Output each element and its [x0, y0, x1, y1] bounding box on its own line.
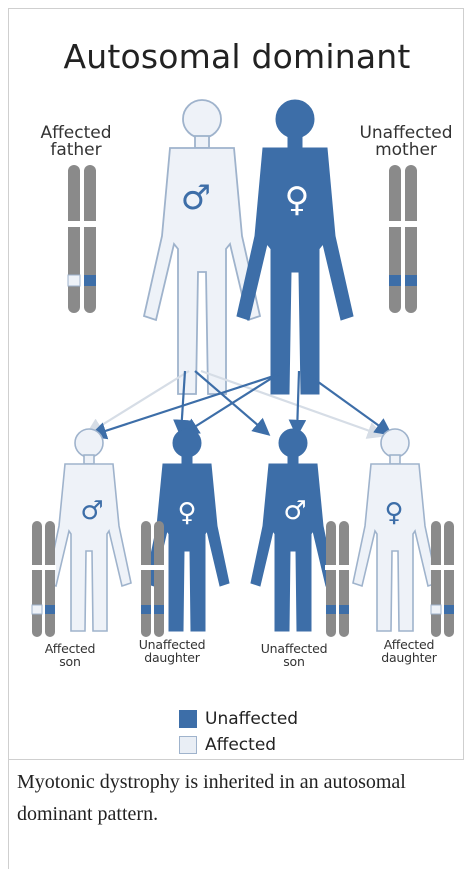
- figure-thumbnail: Autosomal dominant ♂: [8, 8, 464, 760]
- inheritance-arrows: [89, 371, 389, 435]
- child-unaffected-daughter-symbol: ♀: [177, 498, 196, 528]
- child-1-chromosomes: [31, 521, 56, 637]
- mother-label-line2: mother: [351, 142, 461, 159]
- child-affected-daughter-figure: [353, 429, 437, 631]
- child-affected-son-figure: [47, 429, 131, 631]
- mother-chromosomes: [388, 165, 418, 313]
- father-label: Affected father: [21, 125, 131, 159]
- child-label-line2: son: [25, 656, 115, 669]
- child-4-chromosomes: [430, 521, 455, 637]
- child-3-chromosomes: [325, 521, 350, 637]
- child-label-affected-son: Affected son: [25, 643, 115, 668]
- legend-label-unaffected: Unaffected: [205, 709, 298, 729]
- child-unaffected-son-symbol: ♂: [283, 496, 306, 526]
- figure-caption: Myotonic dystrophy is inherited in an au…: [8, 760, 464, 869]
- mother-gender-symbol: ♀: [285, 180, 310, 220]
- father-chromosomes: [67, 165, 97, 313]
- legend-swatch-affected: [179, 736, 197, 754]
- child-affected-daughter-symbol: ♀: [384, 498, 403, 528]
- child-label-affected-daughter: Affected daughter: [364, 639, 454, 664]
- legend-label-affected: Affected: [205, 735, 276, 755]
- father-figure: [144, 100, 260, 394]
- legend-affected: Affected: [179, 735, 276, 755]
- legend-swatch-unaffected: [179, 710, 197, 728]
- child-label-line2: daughter: [127, 652, 217, 665]
- legend-unaffected: Unaffected: [179, 709, 298, 729]
- mother-figure: [237, 100, 353, 394]
- child-unaffected-son-figure: [251, 429, 335, 631]
- father-gender-symbol: ♂: [181, 178, 211, 218]
- child-label-line2: daughter: [364, 652, 454, 665]
- father-label-line2: father: [21, 142, 131, 159]
- mother-label: Unaffected mother: [351, 125, 461, 159]
- child-label-unaffected-son: Unaffected son: [249, 643, 339, 668]
- child-label-unaffected-daughter: Unaffected daughter: [127, 639, 217, 664]
- child-label-line2: son: [249, 656, 339, 669]
- child-affected-son-symbol: ♂: [80, 496, 103, 526]
